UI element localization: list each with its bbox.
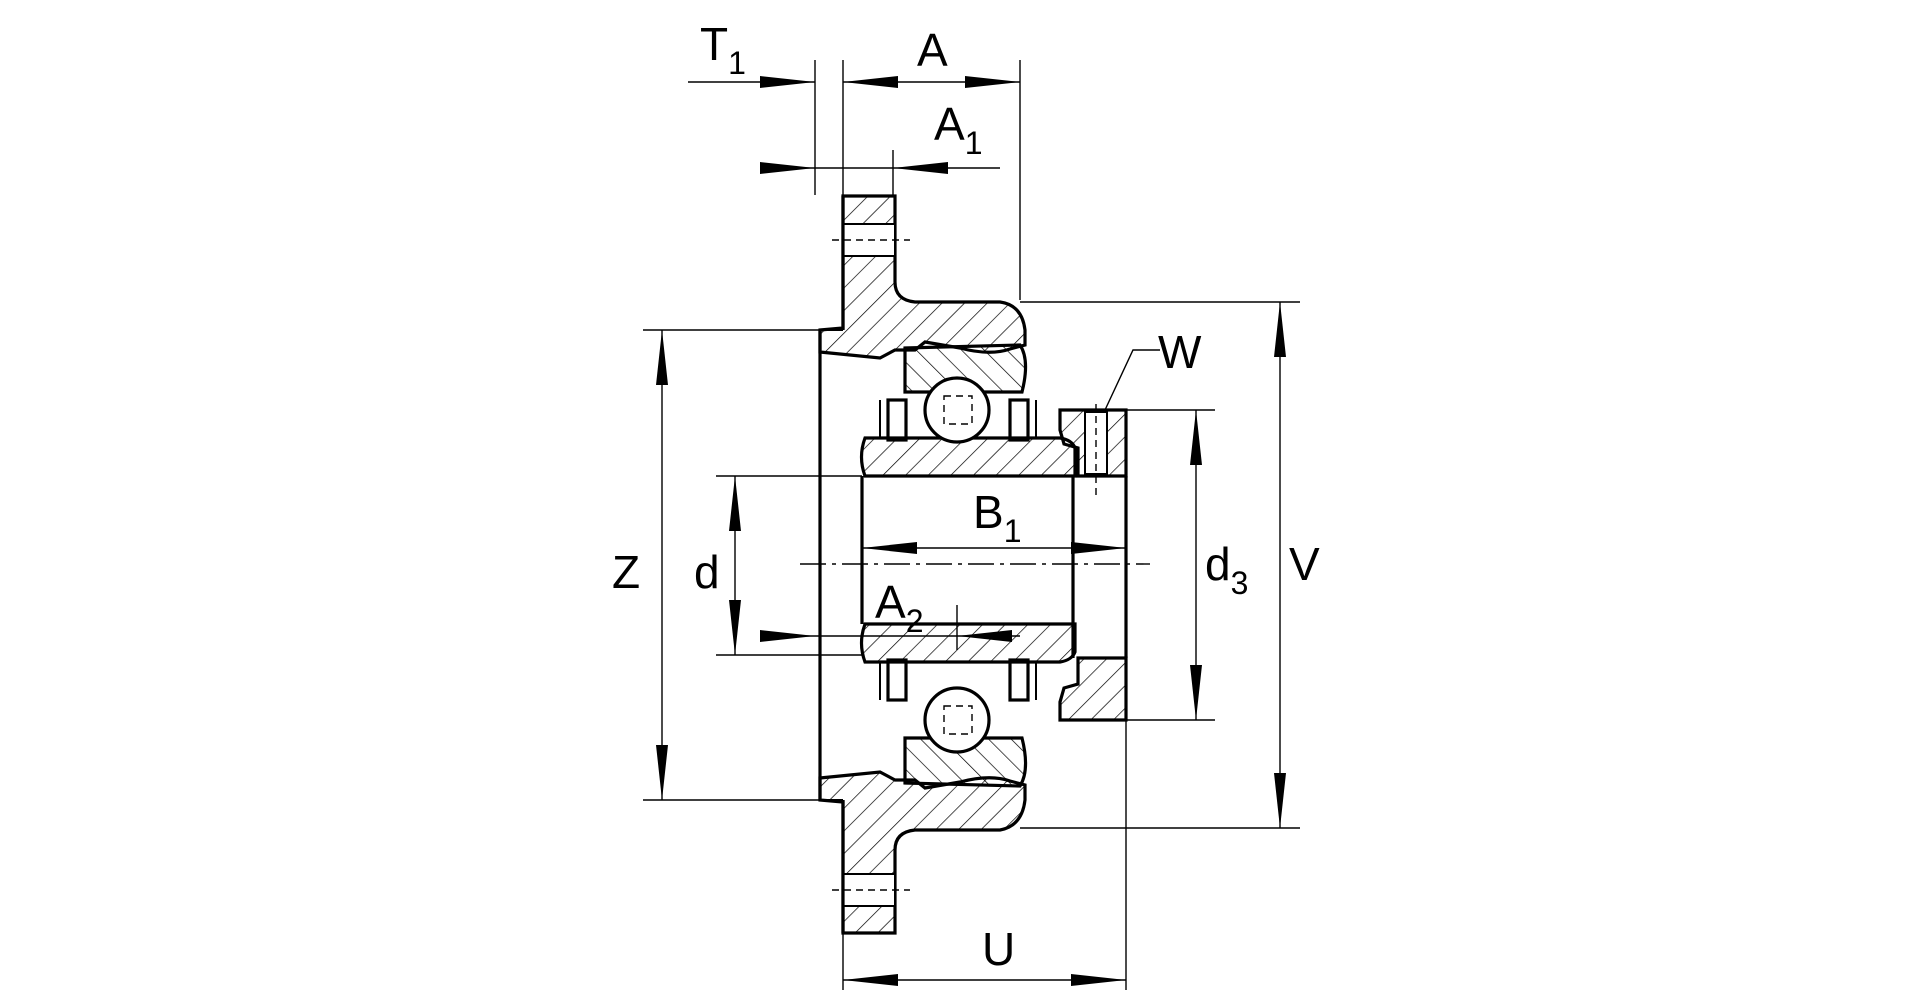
dimension-W-leader: [1104, 349, 1160, 411]
label-W: W: [1158, 326, 1202, 378]
dimension-Z: [656, 330, 668, 800]
housing-flange: [818, 194, 1027, 935]
dimension-A2: [760, 630, 1020, 642]
label-V: V: [1289, 538, 1320, 590]
dimension-A: [843, 76, 1020, 88]
label-A: A: [917, 24, 948, 76]
dimension-V: [1274, 302, 1286, 828]
locking-collar: [1058, 404, 1128, 722]
dimension-U: [843, 974, 1126, 986]
dimension-A1: [760, 162, 1000, 174]
extension-lines: [643, 60, 1300, 990]
ball-lower: [923, 686, 991, 754]
dimension-d: [729, 476, 741, 655]
label-Z: Z: [612, 546, 640, 598]
label-d: d: [694, 546, 720, 598]
dimension-T1: [688, 76, 815, 88]
inner-ring: [859, 436, 1077, 664]
bore: [800, 476, 1150, 624]
label-A1: A1: [934, 98, 982, 161]
label-A2: A2: [875, 576, 923, 639]
label-U: U: [982, 923, 1015, 975]
seals: [879, 398, 1037, 702]
dimension-B1: [862, 542, 1126, 554]
label-T1: T1: [700, 18, 746, 81]
outer-ring: [903, 343, 1028, 788]
housing-lower-section: [818, 770, 1027, 935]
label-d3: d3: [1205, 538, 1248, 601]
dimension-d3: [1190, 410, 1202, 720]
label-B1: B1: [973, 486, 1021, 549]
ball-upper: [923, 376, 991, 444]
housing-upper-section: [818, 194, 1027, 360]
balls: [923, 376, 991, 754]
